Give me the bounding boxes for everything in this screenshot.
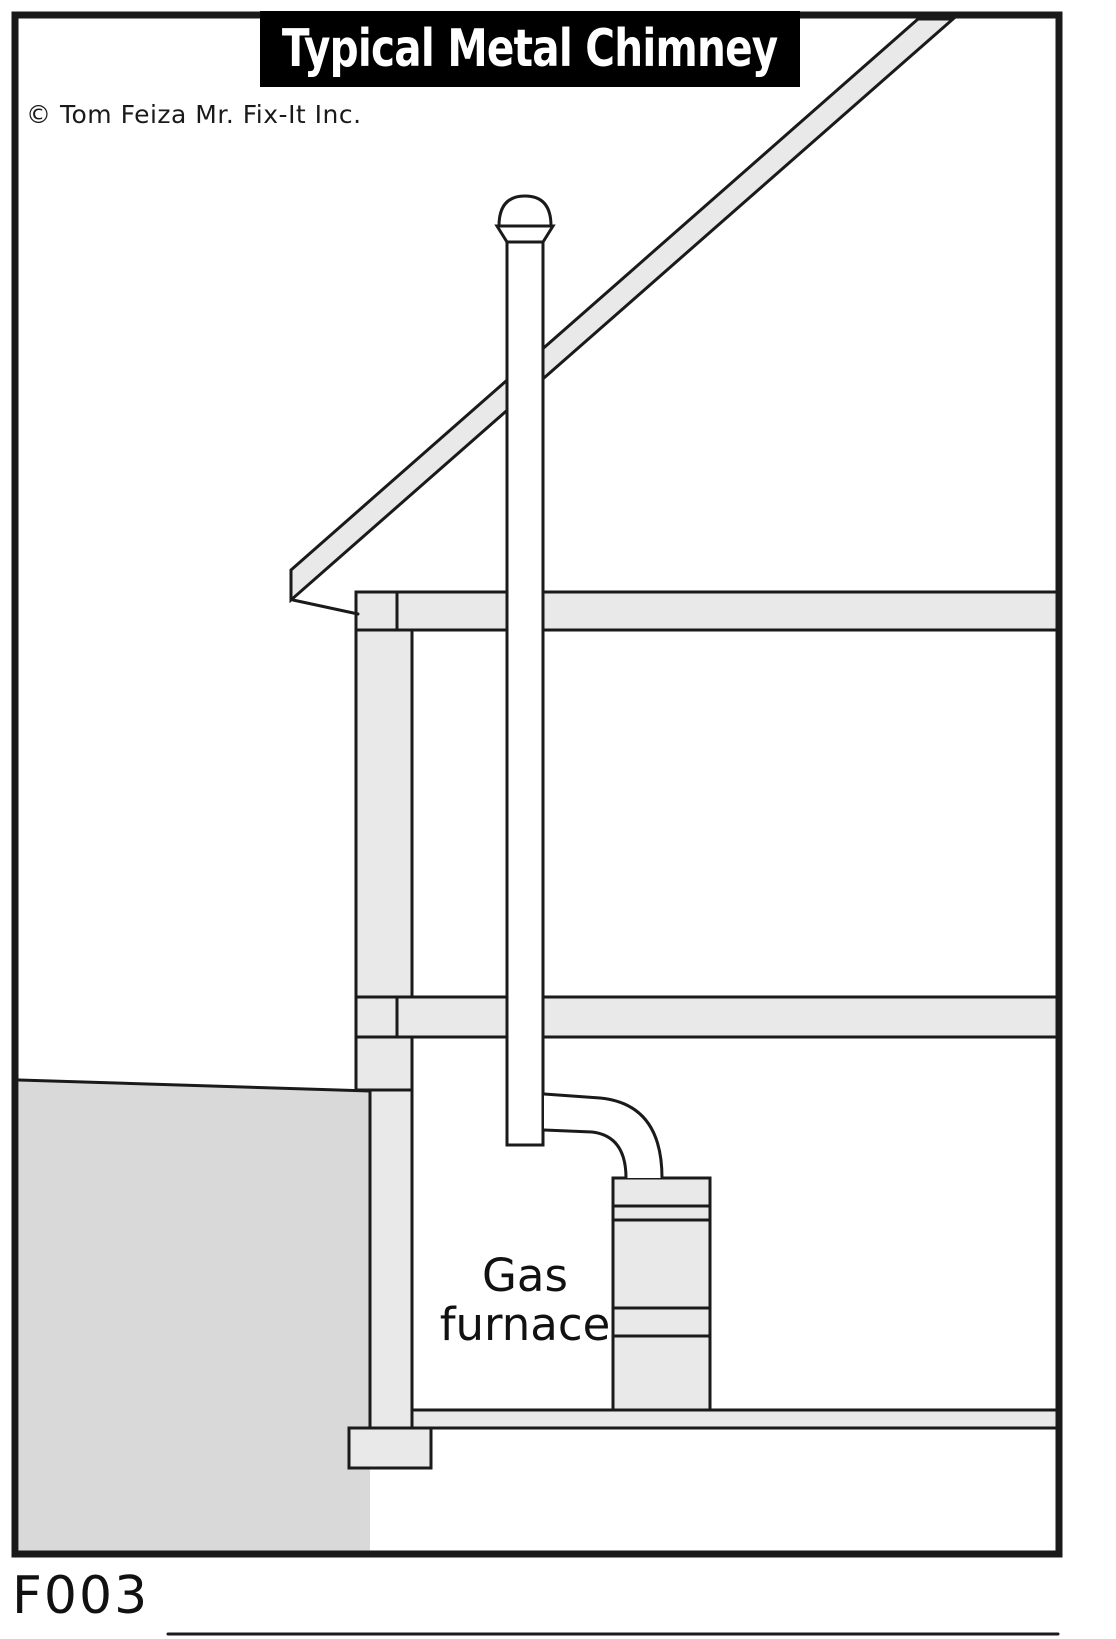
rain-cap-skirt xyxy=(494,224,556,244)
basement-slab xyxy=(410,1408,1060,1430)
gas-furnace-label: Gas furnace xyxy=(420,1249,630,1351)
flue-connector-outline-inner xyxy=(542,1128,628,1180)
diagram-title: Typical Metal Chimney xyxy=(282,19,778,79)
gas-furnace-label-line1: Gas xyxy=(482,1249,568,1302)
grade-ground xyxy=(19,1080,370,1551)
furnace-panel-lines xyxy=(611,1204,712,1338)
flue-connector-outline-outer xyxy=(542,1092,664,1180)
soffit-line xyxy=(291,598,360,616)
copyright-note: © Tom Feiza Mr. Fix-It Inc. xyxy=(26,100,362,129)
title-bar: Typical Metal Chimney xyxy=(260,11,800,87)
gas-furnace-label-line2: furnace xyxy=(439,1297,611,1351)
grade-line xyxy=(17,1078,372,1093)
metal-chimney-pipe xyxy=(505,238,545,1147)
floor-joist-band xyxy=(354,995,1060,1039)
ceiling-joist-band xyxy=(354,590,1060,632)
figure-code: F003 xyxy=(12,1566,150,1626)
rain-cap-dome-icon xyxy=(497,194,553,228)
footing xyxy=(347,1426,433,1470)
foundation-wall xyxy=(368,1088,414,1430)
roof xyxy=(289,17,957,604)
flue-connector xyxy=(544,1094,662,1178)
